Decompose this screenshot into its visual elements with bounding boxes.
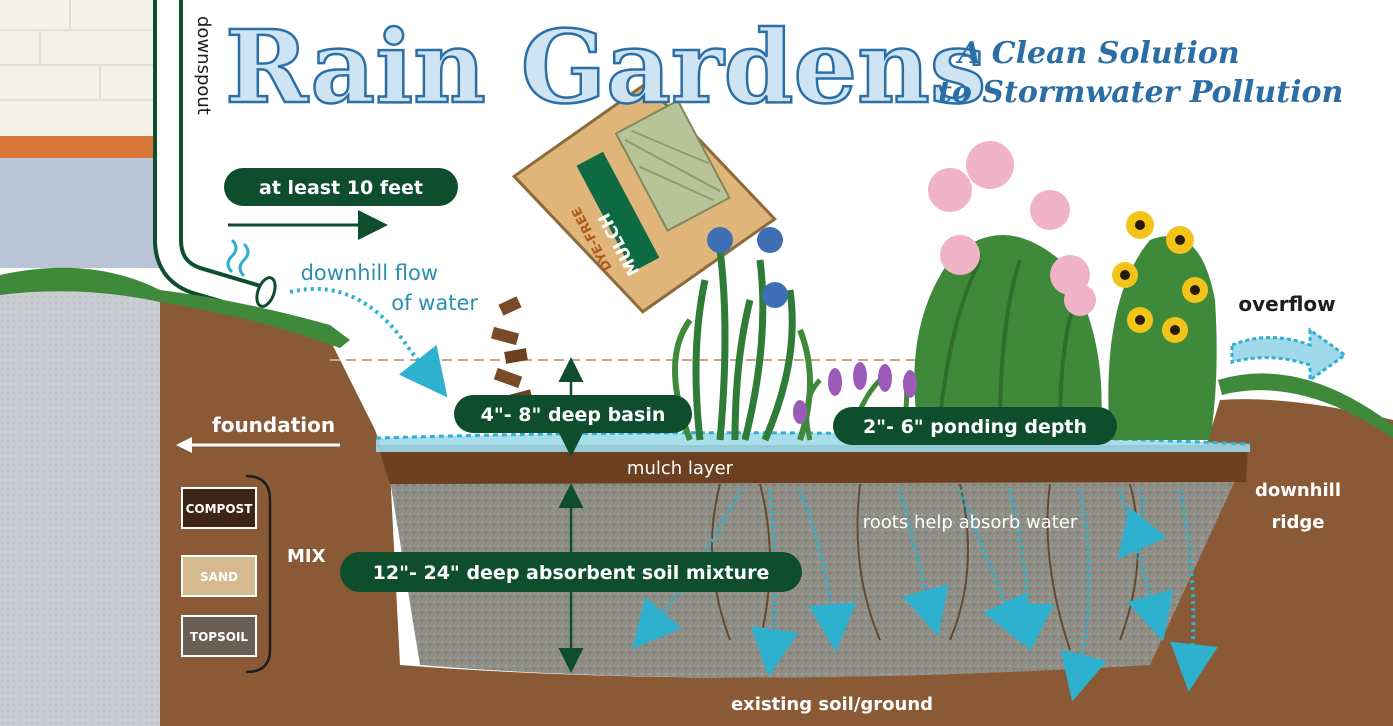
distance-label: at least 10 feet <box>259 177 423 199</box>
subtitle-line-1: A Clean Solution <box>955 36 1240 71</box>
ponding-depth-callout: 2"- 6" ponding depth <box>833 407 1117 445</box>
overflow-arrow <box>1232 330 1345 380</box>
pink-flower-plant <box>914 141 1101 440</box>
distance-callout: at least 10 feet <box>224 168 458 225</box>
topsoil-label: TOPSOIL <box>190 630 248 644</box>
page-title: Rain Gardens <box>225 8 986 126</box>
sand-label: SAND <box>200 570 238 584</box>
downhill-ridge-label-2: ridge <box>1271 512 1324 533</box>
overflow-label: overflow <box>1238 292 1335 316</box>
downhill-ridge-label-1: downhill <box>1255 480 1341 501</box>
roots-label: roots help absorb water <box>863 512 1078 533</box>
mix-label: MIX <box>287 546 326 567</box>
house-wall <box>0 0 160 726</box>
mulch-pieces <box>491 296 533 406</box>
black-eyed-susan-plant <box>1108 211 1216 440</box>
existing-soil-label: existing soil/ground <box>731 694 933 715</box>
soil-depth-label: 12"- 24" deep absorbent soil mixture <box>373 562 770 584</box>
downhill-flow-label-2: of water <box>391 291 478 315</box>
mulch-layer-label: mulch layer <box>627 458 734 479</box>
downhill-flow-label-1: downhill flow <box>301 261 438 285</box>
downspout-label: downspout <box>193 16 214 115</box>
subtitle-line-2: to Stormwater Pollution <box>938 75 1343 110</box>
foundation-label: foundation <box>212 413 335 437</box>
basin-depth-label: 4"- 8" deep basin <box>481 404 666 426</box>
ponding-depth-label: 2"- 6" ponding depth <box>863 416 1087 438</box>
compost-label: COMPOST <box>186 502 254 516</box>
